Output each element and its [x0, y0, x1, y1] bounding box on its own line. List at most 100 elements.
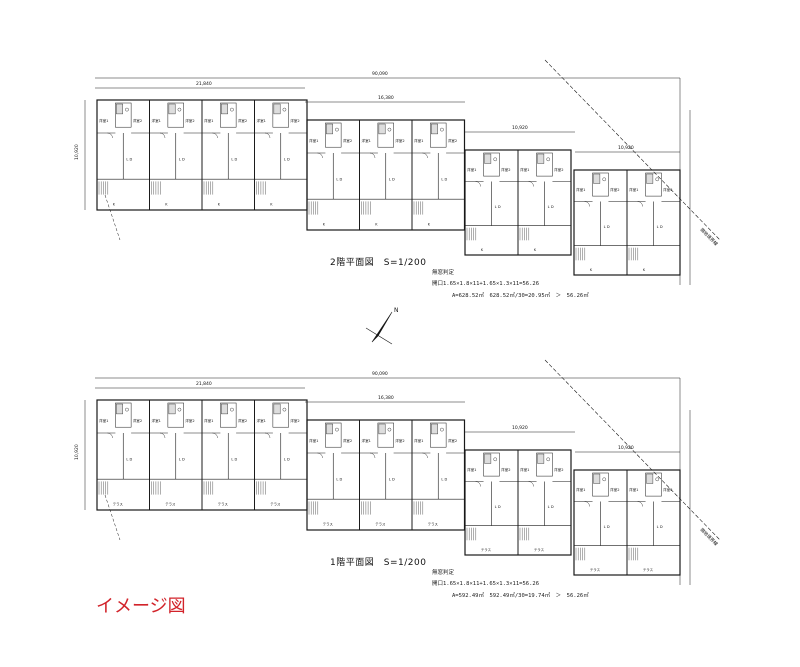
lower-plan-unit-door-swing [422, 452, 428, 459]
lower-plan-dim-w1: 21,840 [196, 381, 212, 387]
lower-plan-unit-toilet [440, 427, 444, 432]
upper-plan-room-label: 洋室2 [554, 167, 563, 172]
upper-plan-unit-bath [272, 102, 289, 128]
upper-plan-unit-tub [116, 103, 123, 115]
upper-plan-unit-toilet [655, 177, 660, 182]
lower-plan-unit-toilet [282, 407, 287, 412]
lower-plan-unit-door-swing [528, 481, 534, 487]
upper-plan-room-label: 洋室1 [257, 118, 266, 123]
upper-plan-room-label: L D [179, 158, 185, 162]
lower-plan-unit-toilet [493, 457, 498, 462]
upper-plan-unit [626, 169, 681, 276]
upper-plan-notes-header: 無窓判定 [432, 270, 455, 276]
lower-plan-unit [517, 449, 572, 556]
lower-plan-room-label: L D [284, 458, 290, 462]
upper-plan-unit-tub [537, 153, 545, 164]
upper-plan-room-label: 洋室1 [414, 138, 423, 143]
lower-plan-unit-door-swing [317, 452, 323, 459]
upper-plan-room-label: L D [657, 225, 663, 229]
upper-plan-unit-toilet [335, 127, 339, 132]
lower-plan-room-label: 洋室2 [343, 438, 352, 443]
upper-plan-room-label: 洋室2 [343, 138, 352, 143]
lower-plan-room-label: 洋室2 [448, 438, 457, 443]
upper-plan-unit-door-swing [264, 132, 271, 139]
lower-plan-room-label: 洋室1 [152, 418, 161, 423]
lower-plan-room-label: テラス [643, 567, 654, 572]
image-caption: イメージ図 [96, 596, 186, 617]
upper-plan-room-label: L D [548, 205, 554, 209]
lower-plan-room-label: 洋室1 [309, 438, 318, 443]
upper-plan-room-label: K [270, 203, 273, 207]
upper-plan-room-label: 洋室2 [185, 118, 194, 123]
lower-plan-room-label: テラス [481, 547, 492, 552]
lower-plan-dim-total: 90,090 [372, 371, 388, 377]
upper-plan-unit-door-swing [317, 152, 323, 159]
upper-plan-unit-tub [484, 153, 492, 164]
upper-plan-room-label: K [481, 248, 484, 252]
upper-plan-dim-w2: 16,380 [378, 95, 394, 101]
lower-plan-unit-bath [167, 402, 184, 428]
lower-plan-room-label: L D [495, 505, 501, 509]
upper-plan-unit-door-swing [369, 152, 376, 159]
lower-plan-unit-bath [645, 472, 662, 497]
upper-plan-opening-formula: 開口1.65×1.8×11+1.65×1.3×11=56.26 [432, 281, 540, 287]
upper-plan-unit-tub [273, 103, 281, 115]
lower-plan-room-label: L D [179, 458, 185, 462]
lower-plan-room-label: 洋室2 [554, 467, 563, 472]
north-arrow-crossbar [365, 327, 393, 345]
lower-plan-unit-bath [115, 402, 132, 428]
upper-plan-unit [517, 149, 572, 256]
upper-plan-room-label: K [113, 203, 116, 207]
lower-plan-area-check: A=592.49㎡ 592.49㎡/30=19.74㎡ ＞ 56.26㎡ [452, 593, 589, 599]
lower-plan-unit-tub [537, 453, 545, 464]
lower-plan-dim-w3: 10,920 [512, 425, 528, 431]
upper-plan-unit-bath [167, 102, 184, 128]
upper-plan-room-label: 洋室2 [448, 138, 457, 143]
upper-plan-unit-toilet [282, 107, 287, 112]
upper-plan-unit-toilet [440, 127, 444, 132]
upper-plan-room-label: L D [336, 178, 342, 182]
lower-plan-room-label: 洋室1 [467, 467, 476, 472]
lower-plan-room-label: L D [231, 458, 237, 462]
lower-plan-room-label: テラス [323, 522, 334, 527]
lower-plan-room-label: L D [604, 525, 610, 529]
upper-plan-unit-door-swing [159, 132, 166, 139]
upper-plan-room-label: K [534, 248, 537, 252]
upper-plan-unit-toilet [602, 177, 607, 182]
upper-plan-room-label: L D [126, 158, 132, 162]
upper-plan-unit-toilet [125, 107, 129, 112]
upper-plan-room-label: K [643, 268, 646, 272]
upper-plan-room-label: 洋室1 [576, 187, 585, 192]
upper-plan-unit-tub [431, 123, 438, 135]
lower-plan-unit-door-swing [212, 432, 218, 439]
upper-plan-unit-bath [115, 102, 132, 128]
lower-plan-unit-tub [378, 423, 386, 435]
lower-plan-room-label: 洋室2 [501, 467, 510, 472]
upper-plan-unit-bath [325, 122, 342, 148]
lower-plan-unit-door-swing [159, 432, 166, 439]
lower-plan-notes-header: 無窓判定 [432, 570, 455, 576]
upper-plan-room-label: 洋室2 [133, 118, 142, 123]
upper-plan-unit-bath [377, 122, 394, 148]
lower-plan-room-label: テラス [375, 522, 386, 527]
upper-plan-dim-total: 90,090 [372, 71, 388, 77]
lower-plan-room-label: 洋室1 [520, 467, 529, 472]
lower-plan-room-label: L D [126, 458, 132, 462]
lower-plan-room-label: L D [336, 478, 342, 482]
upper-plan-unit-tub [646, 173, 654, 184]
lower-plan-unit-tub [221, 403, 228, 415]
lower-plan-room-label: 洋室2 [290, 418, 299, 423]
upper-plan-unit-bath [430, 122, 447, 148]
lower-plan-room-label: 洋室1 [629, 487, 638, 492]
upper-plan-room-label: 洋室1 [467, 167, 476, 172]
upper-plan-room-label: L D [495, 205, 501, 209]
lower-plan-unit-bath [483, 452, 500, 477]
upper-plan-room-label: 洋室2 [395, 138, 404, 143]
upper-plan-unit-tub [326, 123, 333, 135]
lower-plan-unit-tub [646, 473, 654, 484]
lower-plan-unit-tub [168, 403, 176, 415]
lower-plan-room-label: テラス [270, 502, 281, 507]
lower-plan-unit-toilet [230, 407, 234, 412]
upper-plan-room-label: L D [389, 178, 395, 182]
